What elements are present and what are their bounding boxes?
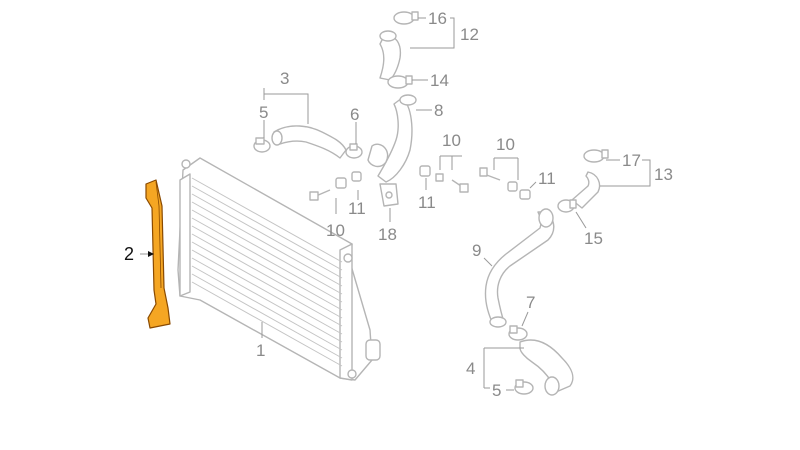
pipe-part-9[interactable]: [484, 208, 555, 328]
radiator-fins: [191, 177, 343, 367]
clamp-part-5-left[interactable]: [253, 137, 271, 153]
callout-16[interactable]: 16: [428, 9, 447, 28]
callout-11-center[interactable]: 11: [418, 193, 436, 212]
leader-10-right: [493, 157, 519, 180]
callout-5-right[interactable]: 5: [492, 381, 501, 400]
clamp-part-16[interactable]: [393, 11, 419, 25]
leader-13-17: [600, 159, 651, 187]
callout-6[interactable]: 6: [350, 105, 359, 124]
leader-10-center: [439, 155, 462, 170]
clamp-part-7[interactable]: [508, 325, 528, 341]
callout-8[interactable]: 8: [434, 101, 443, 120]
callout-13[interactable]: 13: [654, 165, 673, 184]
hose-part-4[interactable]: [519, 339, 574, 396]
bolt-part-10-right[interactable]: [479, 167, 518, 192]
callout-15[interactable]: 15: [584, 229, 603, 248]
callout-5-left[interactable]: 5: [259, 103, 268, 122]
leader-15: [575, 211, 587, 229]
callout-9[interactable]: 9: [472, 241, 481, 260]
nut-part-11-left[interactable]: [335, 171, 362, 189]
callout-14[interactable]: 14: [430, 71, 449, 90]
clamp-part-15[interactable]: [557, 199, 577, 213]
hose-part-12[interactable]: [379, 30, 402, 81]
leader-7: [521, 311, 529, 327]
callout-11-left[interactable]: 11: [348, 199, 366, 218]
bolt-part-10-left[interactable]: [309, 189, 331, 201]
callout-2[interactable]: 2: [124, 244, 134, 264]
callout-17[interactable]: 17: [622, 151, 641, 170]
leader-11-right: [529, 181, 537, 189]
callout-18[interactable]: 18: [378, 225, 397, 244]
callout-12[interactable]: 12: [460, 25, 479, 44]
clamp-part-5-right[interactable]: [514, 379, 534, 395]
nut-part-11-right[interactable]: [519, 189, 531, 200]
leader-9: [483, 257, 493, 267]
bolt-part-10-center[interactable]: [435, 173, 469, 193]
callout-10-center[interactable]: 10: [442, 131, 461, 150]
callout-3[interactable]: 3: [280, 69, 289, 88]
callout-10-right[interactable]: 10: [496, 135, 515, 154]
bracket-part-18[interactable]: [379, 183, 399, 207]
leader-3: [263, 88, 309, 124]
leader-12-16: [410, 17, 455, 49]
radiator-part-1[interactable]: [177, 157, 381, 381]
clamp-part-17[interactable]: [583, 149, 609, 163]
leader-2-arrowhead: [148, 251, 154, 257]
callout-4[interactable]: 4: [466, 359, 475, 378]
pipe-part-8[interactable]: [367, 94, 417, 183]
nut-part-11-center[interactable]: [419, 165, 431, 177]
leader-4: [483, 347, 524, 389]
callout-10-left[interactable]: 10: [326, 221, 345, 240]
callout-1[interactable]: 1: [256, 341, 265, 360]
hose-part-3[interactable]: [271, 125, 347, 159]
callout-11-right[interactable]: 11: [538, 169, 556, 188]
callout-7[interactable]: 7: [526, 293, 535, 312]
clamp-part-14[interactable]: [387, 75, 413, 89]
bracket-part-2[interactable]: [145, 179, 171, 329]
clamp-part-6[interactable]: [345, 143, 363, 159]
